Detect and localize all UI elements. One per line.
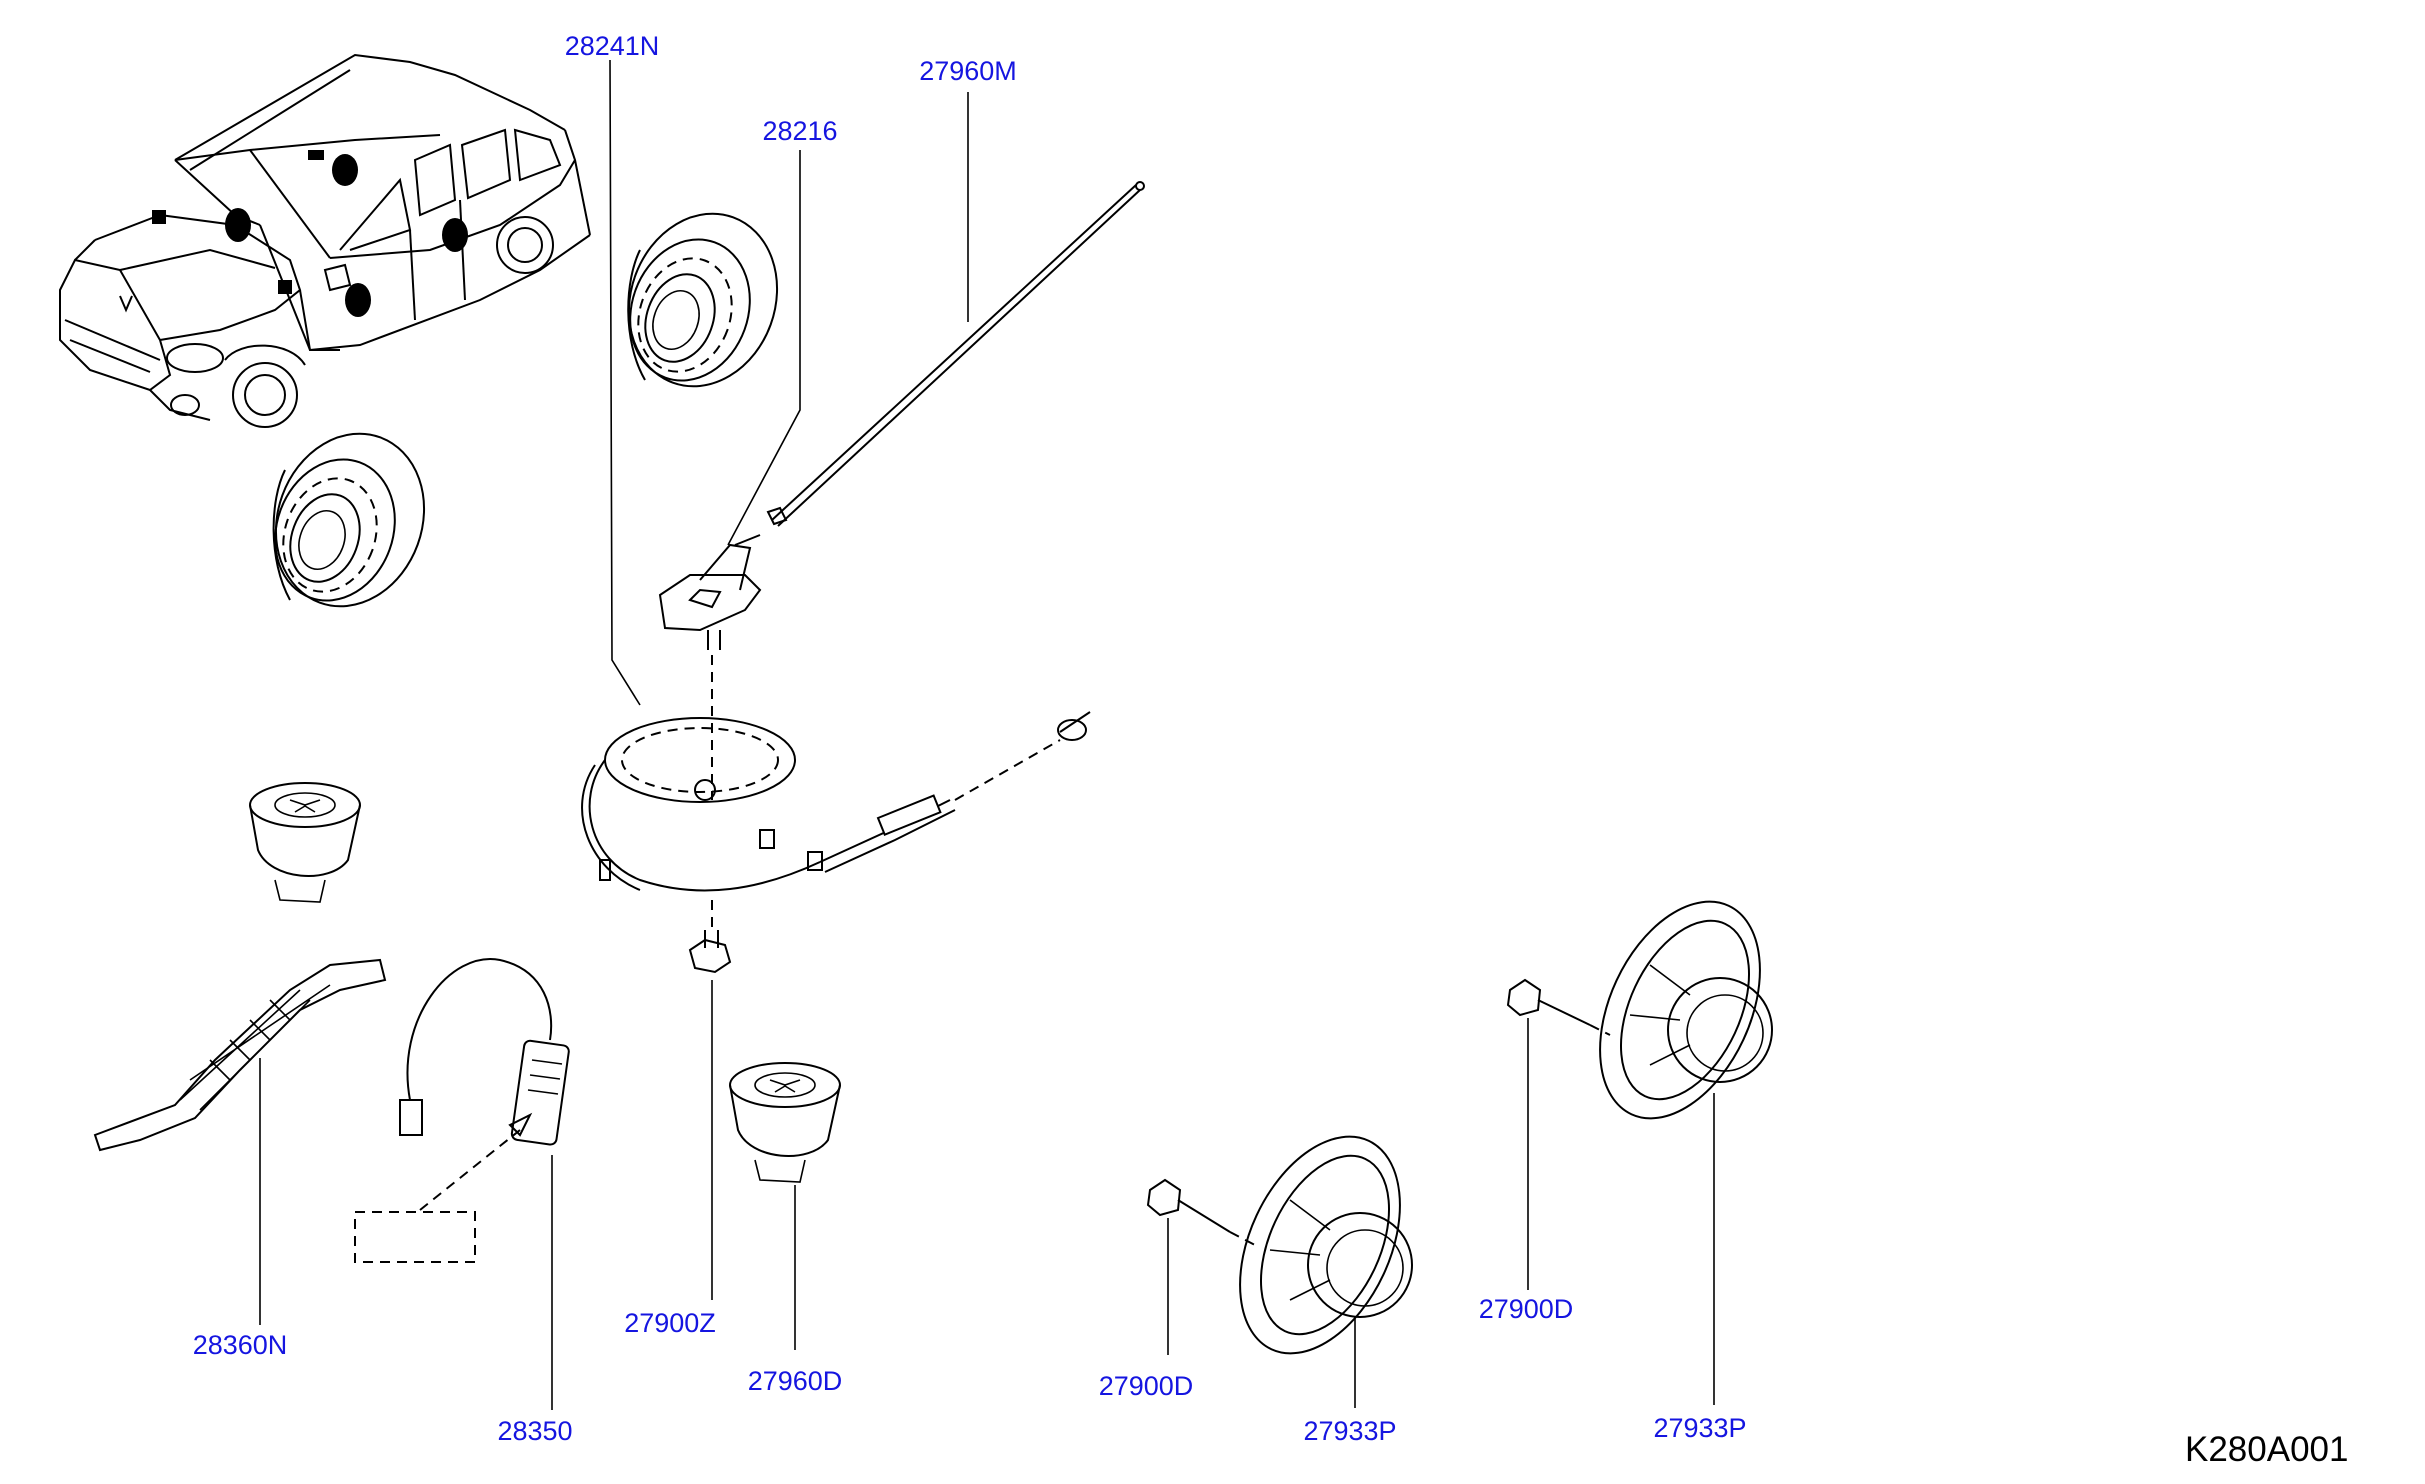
part-label-27900d-lower[interactable]: 27900D [1098,1371,1194,1401]
noise-suppressor-illustration [354,958,570,1263]
antenna-rod-illustration [766,181,1145,527]
diagram-code: K280A001 [2185,1430,2349,1469]
part-label-27900z[interactable]: 27900Z [624,1308,716,1338]
screw-upper-illustration [1506,978,1611,1036]
part-label-27960d[interactable]: 27960D [747,1366,843,1396]
tweeter-left-illustration [249,782,361,903]
part-label-27933p-lower[interactable]: 27933P [1303,1416,1397,1446]
door-speaker-left-illustration [272,432,426,608]
part-label-28360n[interactable]: 28360N [192,1330,288,1360]
car-illustration [59,53,591,428]
tweeter-27960d-illustration [729,1062,841,1183]
part-label-27960m[interactable]: 27960M [919,56,1017,86]
part-label-27900d-upper[interactable]: 27900D [1478,1294,1574,1324]
leader-lines [259,59,1715,1410]
ground-strap-illustration [93,958,387,1152]
part-label-28216[interactable]: 28216 [762,116,838,146]
part-label-28350[interactable]: 28350 [497,1416,573,1446]
part-label-28241n[interactable]: 28241N [564,31,660,61]
feeder-cable-illustration [581,711,1091,892]
antenna-base-illustration [658,534,762,800]
grommet-illustration [688,900,732,974]
part-label-27933p-upper[interactable]: 27933P [1653,1413,1747,1443]
door-speaker-right-illustration [627,212,779,388]
speaker-upper-illustration [1599,900,1773,1120]
screw-lower-illustration [1146,1178,1256,1246]
speaker-lower-illustration [1239,1135,1413,1355]
